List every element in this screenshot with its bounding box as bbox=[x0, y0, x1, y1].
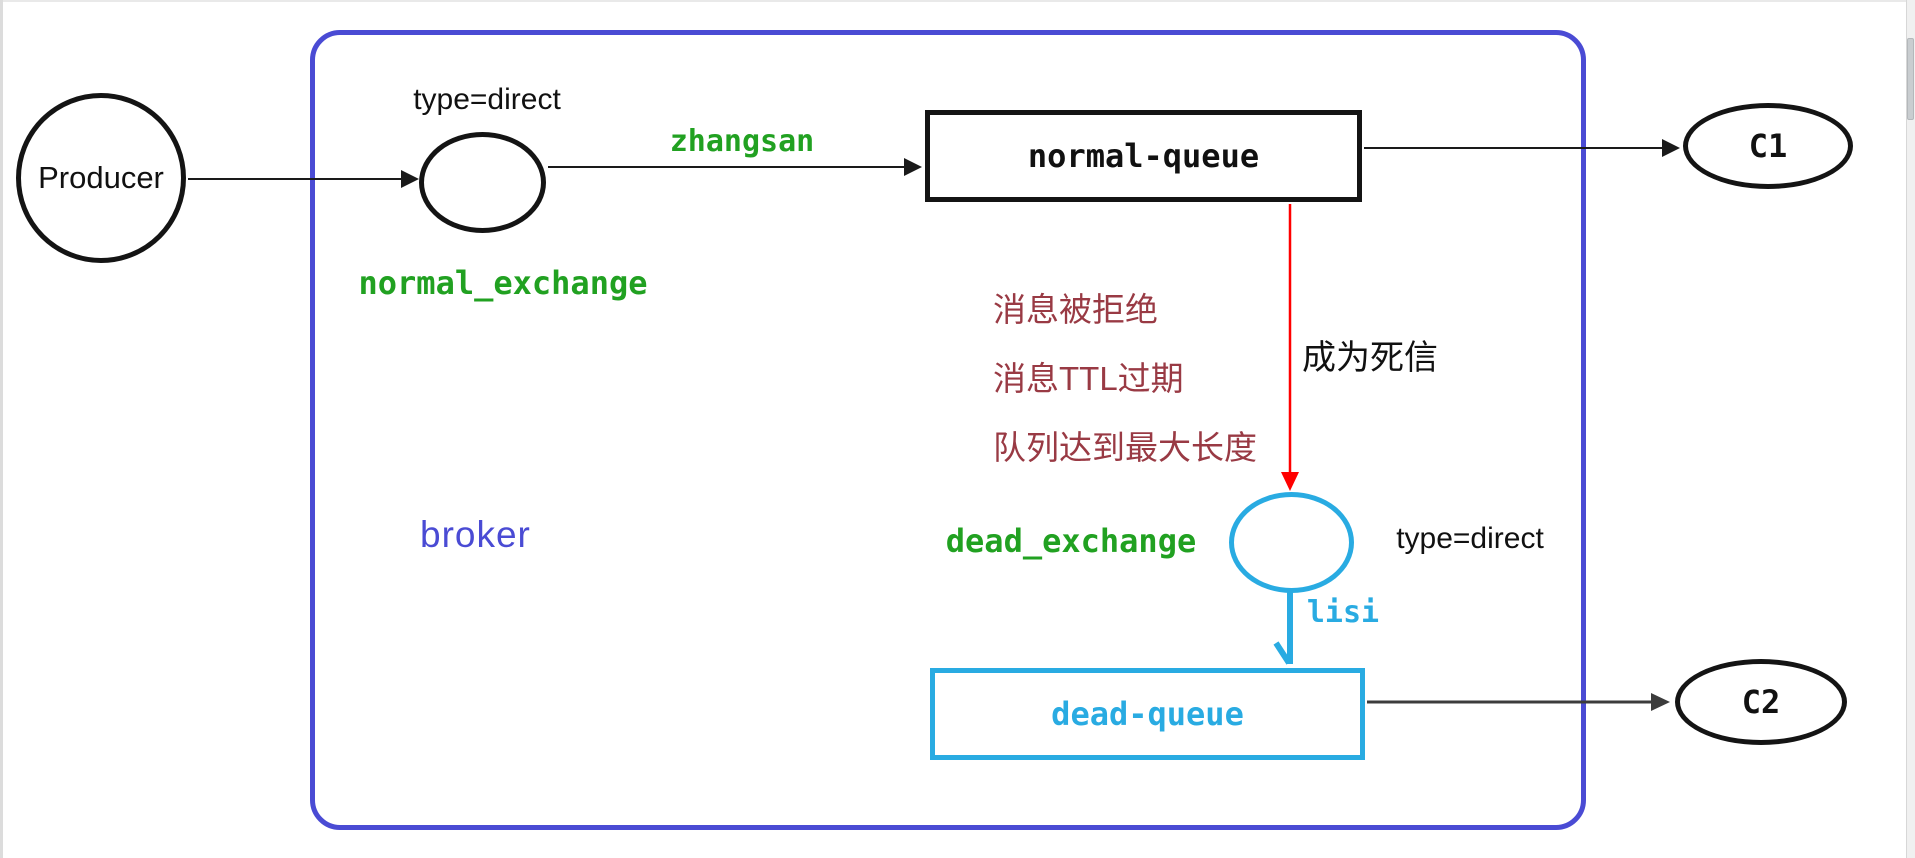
producer-label: Producer bbox=[38, 160, 164, 195]
consumer-c1-node: C1 bbox=[1683, 103, 1853, 189]
window-top-border bbox=[0, 0, 1915, 2]
dead-exchange-node bbox=[1229, 492, 1354, 593]
dead-queue-label: dead-queue bbox=[1051, 695, 1244, 733]
dead-exchange-name-label: dead_exchange bbox=[945, 522, 1197, 560]
consumer-c1-label: C1 bbox=[1748, 127, 1788, 165]
normal-queue-label: normal-queue bbox=[1027, 137, 1260, 175]
consumer-c2-node: C2 bbox=[1675, 659, 1847, 745]
broker-boundary-box bbox=[310, 30, 1586, 830]
scrollbar-thumb[interactable] bbox=[1907, 38, 1914, 120]
normal-exchange-type-label: type=direct bbox=[413, 83, 561, 116]
routing-key-zhangsan-label: zhangsan bbox=[669, 124, 815, 159]
producer-node: Producer bbox=[16, 93, 186, 263]
broker-label: broker bbox=[420, 514, 531, 555]
dead-letter-reason: 消息TTL过期 bbox=[993, 360, 1184, 397]
normal-exchange-name-label: normal_exchange bbox=[358, 264, 648, 302]
scrollbar-track[interactable] bbox=[1906, 0, 1915, 858]
dead-letter-reason: 队列达到最大长度 bbox=[993, 429, 1257, 466]
dead-queue-node: dead-queue bbox=[930, 668, 1365, 760]
normal-queue-node: normal-queue bbox=[925, 110, 1362, 202]
window-left-border bbox=[0, 0, 3, 858]
dead-exchange-type-label: type=direct bbox=[1396, 522, 1544, 555]
dead-letter-note-label: 成为死信 bbox=[1302, 339, 1438, 377]
dead-letter-reason: 消息被拒绝 bbox=[993, 291, 1158, 328]
routing-key-lisi-label: lisi bbox=[1306, 595, 1380, 630]
normal-exchange-node bbox=[419, 132, 546, 233]
consumer-c2-label: C2 bbox=[1741, 683, 1781, 721]
dead-letter-reasons: 消息被拒绝 消息TTL过期 队列达到最大长度 bbox=[993, 275, 1257, 482]
